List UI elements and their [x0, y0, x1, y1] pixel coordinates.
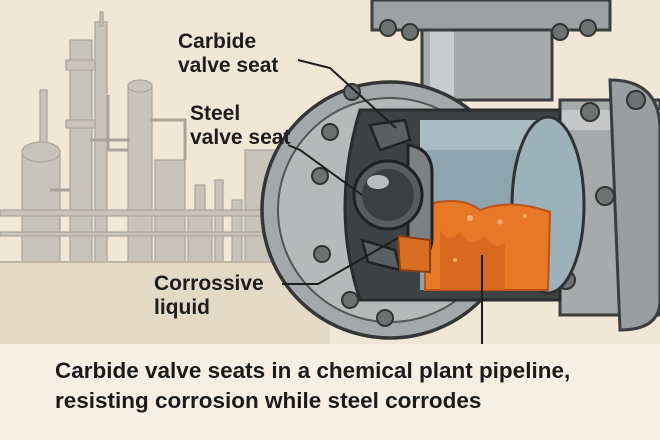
label-corrosive-liquid: Corrossive liquid	[154, 272, 264, 320]
label-steel-valve-seat: Steel valve seat	[190, 102, 290, 150]
valve-ball	[352, 159, 424, 231]
label-carbide-line1: Carbide	[178, 30, 257, 53]
label-liquid-line1: Corrossive	[154, 272, 264, 295]
label-carbide-line2: valve seat	[178, 54, 279, 77]
leader-lines	[282, 59, 483, 344]
vertical-pipe	[370, 0, 612, 102]
label-carbide-valve-seat: Carbide valve seat	[178, 30, 278, 78]
caption-panel	[0, 344, 660, 440]
caption-line1: Carbide valve seats in a chemical plant …	[55, 358, 571, 383]
label-steel-line2: valve seat	[190, 126, 291, 149]
label-liquid-line2: liquid	[154, 296, 210, 319]
label-steel-line1: Steel	[190, 102, 241, 125]
caption-line2: resisting corrosion while steel corrodes	[55, 388, 482, 413]
caption: Carbide valve seats in a chemical plant …	[55, 356, 655, 416]
